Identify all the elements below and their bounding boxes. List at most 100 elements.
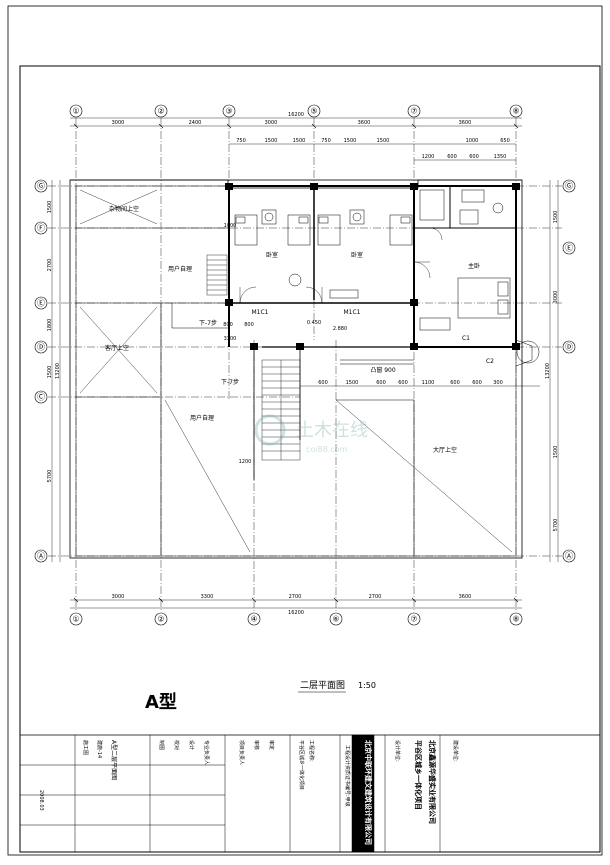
room-storage-void: 杂物间上空 — [109, 205, 139, 213]
dim-right-4: 5700 — [553, 519, 559, 532]
dim-misc-6: 0.450 — [307, 320, 321, 326]
dim-detail-1: 750 — [236, 138, 246, 144]
room-hall-void: 大厅上空 — [433, 446, 457, 454]
furniture — [234, 189, 511, 331]
axis-bubbles — [34, 104, 576, 626]
dim-left-5: 5700 — [47, 470, 53, 483]
dim-bottom-seg-3: 2700 — [289, 594, 302, 600]
plan-title: 二层平面图 — [300, 680, 345, 691]
dim-detail-6: 1500 — [377, 138, 390, 144]
axis-top-3: ③ — [225, 107, 232, 116]
title-block — [19, 734, 601, 853]
door-label-2: M1C1 — [343, 309, 360, 316]
dim-mid-4: 600 — [398, 380, 408, 386]
door-label-1: M1C1 — [251, 309, 268, 316]
tb-phase: 施工图 — [82, 740, 89, 755]
tb-drawing-name: A型二层平面图 — [110, 740, 118, 780]
dim-mid-6: 600 — [450, 380, 460, 386]
dim-left-2: 2700 — [47, 259, 53, 272]
watermark: 土木在线 coi88.com — [254, 414, 368, 454]
dim-left-4: 1500 — [47, 366, 53, 379]
tb-designer-label: 设计单位: — [394, 740, 401, 762]
svg-text:coi88.com: coi88.com — [306, 445, 348, 454]
dim-bottom-seg-4: 2700 — [369, 594, 382, 600]
axis-bottom-4: ④ — [250, 615, 257, 624]
dim-right-overall: 13200 — [545, 363, 551, 379]
tb-role-7: 制图 — [158, 740, 165, 750]
axis-right-a: Ⓐ — [565, 552, 573, 561]
dim-detail2-2: 600 — [447, 154, 457, 160]
tb-cert: 工程设计资质证书编号:甲级 — [344, 745, 351, 807]
dim-mid-2: 1500 — [346, 380, 359, 386]
dim-detail2-1: 1200 — [422, 154, 435, 160]
axis-right-d: Ⓓ — [565, 343, 573, 352]
window-label-c2: C2 — [486, 358, 494, 365]
staircases — [206, 254, 301, 461]
axis-bottom-6: ⑥ — [332, 615, 339, 624]
tb-client: 北京鑫源华盛实业有限公司 — [428, 740, 437, 824]
dim-detail2-4: 1350 — [494, 154, 507, 160]
axis-right-g: Ⓖ — [565, 182, 573, 191]
tb-date: 2008.03 — [38, 790, 44, 811]
dim-bottom-seg-1: 3000 — [112, 594, 125, 600]
dim-detail-2: 1500 — [265, 138, 278, 144]
tb-role-4: 专业负责人 — [203, 740, 210, 765]
tb-role-1: 审定 — [268, 740, 275, 750]
dim-top-seg-2: 2400 — [189, 120, 202, 126]
dim-right-3: 1500 — [553, 446, 559, 459]
dim-right-2: 3000 — [553, 291, 559, 304]
dim-mid-5: 1100 — [422, 380, 435, 386]
axis-top-8: ⑧ — [512, 107, 519, 116]
room-user-shaft-1: 用户自理 — [168, 265, 192, 273]
tb-role-6: 校对 — [173, 740, 180, 750]
axis-bottom-7: ⑦ — [410, 615, 417, 624]
room-bedroom-1: 卧室 — [266, 251, 278, 259]
axis-left-g: Ⓖ — [37, 182, 45, 191]
structural-columns — [225, 183, 520, 350]
axis-left-f: Ⓕ — [37, 224, 45, 233]
plan-scale: 1:50 — [358, 681, 376, 690]
dim-top-overall: 16200 — [288, 112, 304, 118]
tb-role-2: 审核 — [253, 740, 260, 750]
dim-top-seg-1: 3000 — [112, 120, 125, 126]
dim-mid-3: 600 — [376, 380, 386, 386]
tb-project-2: 平谷区城乡一体化项目 — [298, 740, 305, 790]
axis-top-7: ⑦ — [410, 107, 417, 116]
tb-drawing-no: 建施-14 — [96, 740, 103, 758]
dim-detail2-3: 600 — [469, 154, 479, 160]
room-user-shaft-2: 用户自理 — [190, 414, 214, 422]
dim-detail-3: 1500 — [293, 138, 306, 144]
dim-detail-4: 750 — [321, 138, 331, 144]
type-label: A型 — [145, 691, 177, 713]
axis-top-1: ① — [72, 107, 79, 116]
dim-mid-8: 300 — [493, 380, 503, 386]
dim-bottom-seg-2: 3300 — [201, 594, 214, 600]
tb-project-label: 工程名称: — [308, 740, 315, 762]
axis-left-c: Ⓒ — [37, 393, 45, 402]
stair-down-label-1: 下-7步 — [199, 319, 217, 327]
stair-down-label-2: 下-7步 — [221, 378, 239, 386]
dim-bottom-seg-5: 3600 — [459, 594, 472, 600]
dim-left-1: 1500 — [47, 201, 53, 214]
axis-bottom-1: ① — [72, 615, 79, 624]
axis-bottom-8: ⑧ — [512, 615, 519, 624]
tb-project: 平谷区城乡一体化项目 — [414, 740, 423, 810]
room-living-void: 客厅上空 — [105, 344, 129, 352]
dim-detail-7: 1000 — [466, 138, 479, 144]
dim-mid-7: 600 — [472, 380, 482, 386]
axis-left-d: Ⓓ — [37, 343, 45, 352]
room-bedroom-2: 卧室 — [351, 251, 363, 259]
building-outline — [69, 179, 523, 559]
axis-top-5: ⑤ — [310, 107, 317, 116]
dim-mid-1: 600 — [318, 380, 328, 386]
axis-right-e: Ⓔ — [565, 244, 573, 253]
tb-role-3: 项目负责人 — [238, 740, 245, 765]
room-master-bedroom: 主卧 — [468, 262, 480, 270]
dim-right-1: 1500 — [553, 211, 559, 224]
window-label-c1: C1 — [462, 335, 470, 342]
dim-top-seg-3: 3000 — [265, 120, 278, 126]
dim-bottom-overall: 16200 — [288, 610, 304, 616]
tb-client-label: 建设单位: — [452, 740, 459, 762]
